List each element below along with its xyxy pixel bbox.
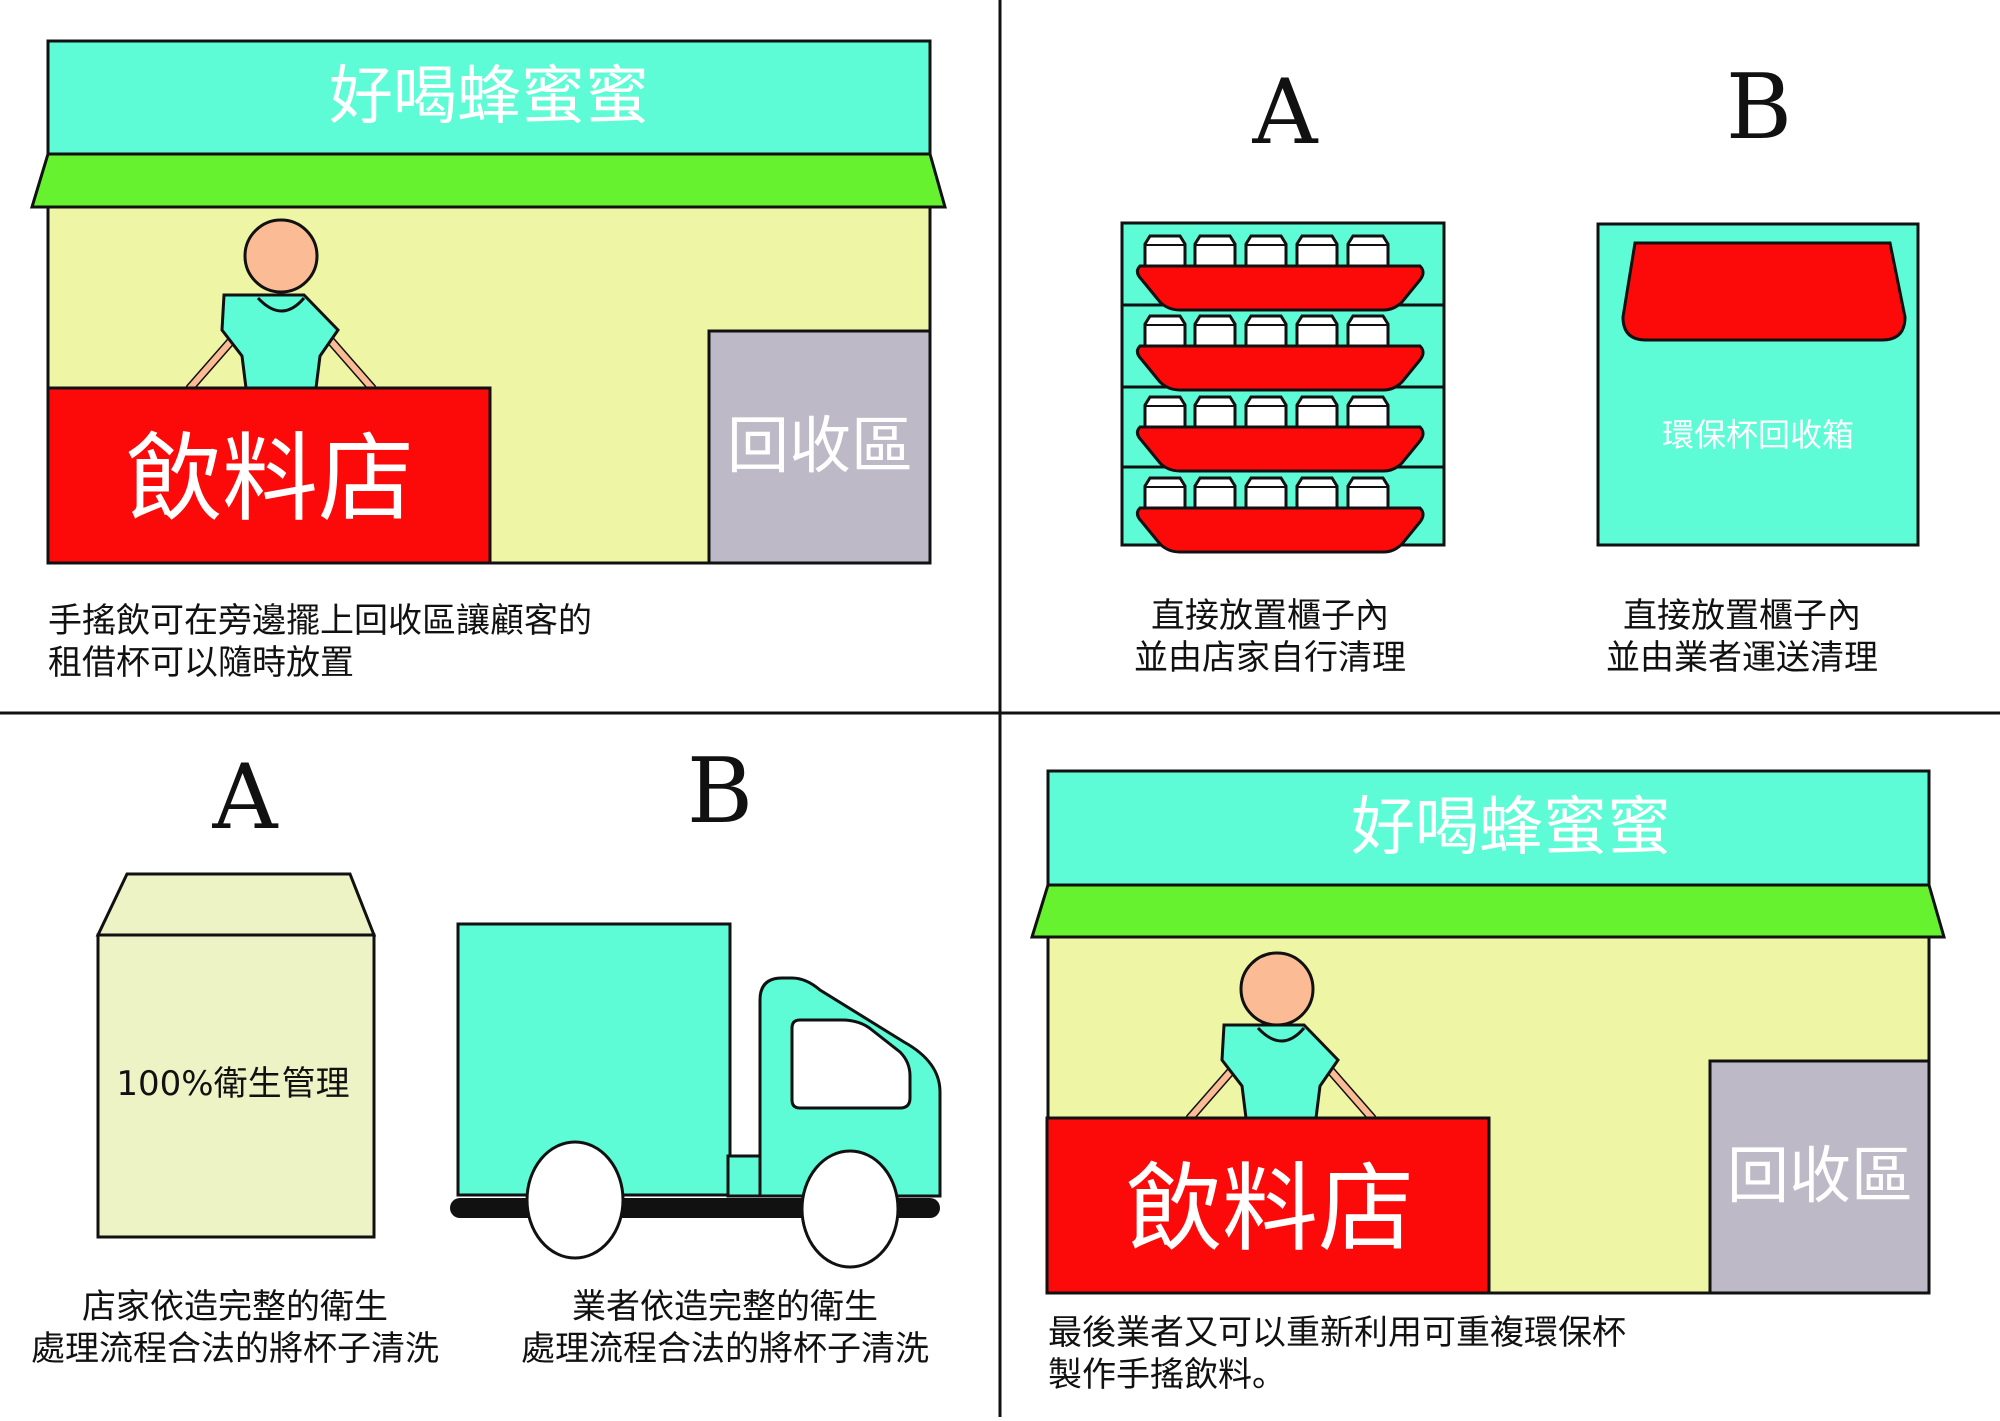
panel3-caption-a-line-1: 店家依造完整的衛生 (82, 1287, 388, 1327)
panel1-caption-line-2: 租借杯可以隨時放置 (48, 643, 354, 683)
recycle-area (707, 329, 932, 565)
option-b-letter-2: B (687, 739, 753, 844)
box-label: 100%衛生管理 (116, 1064, 349, 1104)
shelf-tray (1135, 344, 1425, 392)
panel3-caption-b-line-2: 處理流程合法的將杯子清洗 (521, 1329, 929, 1369)
counter-label: 飲料店 (126, 423, 414, 535)
panel3-caption-b-line-1: 業者依造完整的衛生 (572, 1287, 878, 1327)
shop-sign-text-2: 好喝蜂蜜蜜 (1351, 791, 1671, 865)
panel4-caption-line-2: 製作手搖飲料。 (1048, 1355, 1286, 1395)
panel2-caption-a-line-2: 並由店家自行清理 (1134, 638, 1406, 678)
panel-2: A B 環保杯回收箱 (1120, 55, 1920, 554)
bin-tray (1621, 241, 1907, 342)
panel4-caption: 最後業者又可以重新利用可重複環保杯 製作手搖飲料。 (1048, 1312, 1626, 1396)
sanitation-box: 100%衛生管理 (95, 872, 377, 1239)
shopkeeper (185, 218, 377, 393)
option-a-letter: A (1252, 60, 1319, 165)
shelf-cabinet (1120, 221, 1446, 554)
option-a-letter-2: A (212, 745, 279, 850)
shop-sign-text: 好喝蜂蜜蜜 (329, 60, 649, 134)
panel3-caption-a-line-2: 處理流程合法的將杯子清洗 (31, 1329, 439, 1369)
panel2-caption-a: 直接放置櫃子內 並由店家自行清理 (1070, 595, 1470, 679)
bin-label: 環保杯回收箱 (1662, 416, 1854, 454)
counter-label-2: 飲料店 (1126, 1153, 1414, 1265)
shelf-tray (1135, 264, 1425, 312)
shop-sign-board (46, 39, 932, 156)
panel2-caption-a-line-1: 直接放置櫃子內 (1151, 596, 1389, 636)
shelf-rows (1135, 234, 1425, 554)
panel3-caption-a: 店家依造完整的衛生 處理流程合法的將杯子清洗 (0, 1286, 470, 1370)
truck-window (790, 1018, 912, 1110)
counter (46, 386, 492, 565)
panel2-caption-b: 直接放置櫃子內 並由業者運送清理 (1542, 595, 1942, 679)
truck-wheel-rear (525, 1140, 625, 1260)
recycle-bin: 環保杯回收箱 (1596, 222, 1920, 547)
shop-awning-2 (1029, 883, 1946, 939)
panel2-caption-b-line-1: 直接放置櫃子內 (1623, 596, 1861, 636)
shelf-tray (1135, 506, 1425, 554)
shelf-tray (1135, 425, 1425, 473)
shopkeeper-head-2 (1239, 951, 1315, 1027)
panel1-caption-line-1: 手搖飲可在旁邊擺上回收區讓顧客的 (48, 601, 592, 641)
panel2-caption-b-line-2: 並由業者運送清理 (1606, 638, 1878, 678)
panel3-caption-b: 業者依造完整的衛生 處理流程合法的將杯子清洗 (490, 1286, 960, 1370)
recycle-label: 回收區 (727, 409, 913, 482)
panel1-caption: 手搖飲可在旁邊擺上回收區讓顧客的 租借杯可以隨時放置 (48, 600, 592, 684)
shop-sign-board-2 (1046, 769, 1931, 887)
truck (450, 922, 942, 1269)
shopkeeper-head (243, 218, 319, 294)
recycle-label-2: 回收區 (1727, 1139, 1913, 1212)
recycle-area-2 (1708, 1059, 1931, 1295)
shop-awning (29, 152, 947, 209)
panel-4: 好喝蜂蜜蜜 飲料店 回收區 (1029, 769, 1946, 1295)
shopkeeper-2 (1185, 951, 1377, 1123)
panel4-caption-line-1: 最後業者又可以重新利用可重複環保杯 (1048, 1313, 1626, 1353)
panel-1: 好喝蜂蜜蜜 飲料店 回收區 (29, 39, 947, 565)
truck-wheel-front (800, 1149, 900, 1269)
counter-2 (1045, 1116, 1491, 1295)
option-b-letter: B (1726, 55, 1792, 160)
panel-3: A B 100%衛生管理 (95, 739, 942, 1269)
